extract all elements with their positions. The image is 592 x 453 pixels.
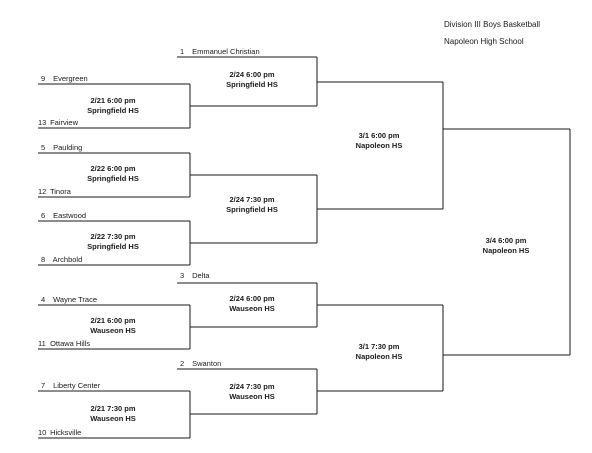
game-site: Springfield HS <box>87 106 139 115</box>
game-time: 2/22 6:00 pm <box>90 164 136 173</box>
team-name: Emmanuel Christian <box>192 47 260 56</box>
game-time: 3/1 7:30 pm <box>358 342 400 351</box>
game-time: 3/1 6:00 pm <box>358 131 400 140</box>
team-name: Swanton <box>192 359 222 368</box>
team-name: Eastwood <box>53 211 87 220</box>
game-time: 2/24 7:30 pm <box>229 195 275 204</box>
game-time: 2/24 6:00 pm <box>229 294 275 303</box>
team-seed: 7 <box>41 381 46 390</box>
team-wayne-trace: 4 Wayne Trace <box>41 295 97 304</box>
game-site: Napoleon HS <box>355 141 403 150</box>
team-paulding: 5 Paulding <box>41 143 82 152</box>
team-name: Tinora <box>49 187 71 196</box>
team-name: Hicksville <box>50 428 82 437</box>
team-seed: 2 <box>180 359 185 368</box>
team-seed: 13 <box>38 118 47 127</box>
game-time: 2/22 7:30 pm <box>90 232 136 241</box>
game-site: Wauseon HS <box>229 392 275 401</box>
game-site: Springfield HS <box>226 80 278 89</box>
team-tinora: 12 Tinora <box>38 187 71 196</box>
team-delta: 3 Delta <box>180 271 210 280</box>
game-site: Wauseon HS <box>90 414 136 423</box>
team-liberty-center: 7 Liberty Center <box>41 381 100 390</box>
game-time: 2/21 6:00 pm <box>90 316 136 325</box>
team-seed: 12 <box>38 187 47 196</box>
team-hicksville: 10 Hicksville <box>38 428 81 437</box>
game-time: 3/4 6:00 pm <box>485 236 527 245</box>
team-ottawa-hills: 11 Ottawa Hills <box>38 339 90 348</box>
game-site: Napoleon HS <box>355 352 403 361</box>
team-archbold: 8 Archbold <box>41 255 82 264</box>
game-site: Springfield HS <box>226 205 278 214</box>
team-seed: 9 <box>41 74 46 83</box>
team-eastwood: 6 Eastwood <box>41 211 86 220</box>
game-site: Springfield HS <box>87 242 139 251</box>
team-name: Fairview <box>50 118 79 127</box>
team-name: Liberty Center <box>53 381 101 390</box>
team-name: Wayne Trace <box>53 295 97 304</box>
team-name: Paulding <box>53 143 83 152</box>
game-time: 2/21 6:00 pm <box>90 96 136 105</box>
team-swanton: 2 Swanton <box>180 359 221 368</box>
team-emmanuel-christian: 1 Emmanuel Christian <box>180 47 260 56</box>
game-time: 2/24 6:00 pm <box>229 70 275 79</box>
team-seed: 8 <box>41 255 46 264</box>
team-seed: 5 <box>41 143 46 152</box>
team-seed: 1 <box>180 47 185 56</box>
game-time: 2/21 7:30 pm <box>90 404 136 413</box>
team-seed: 4 <box>41 295 46 304</box>
game-site: Wauseon HS <box>90 326 136 335</box>
team-name: Evergreen <box>53 74 88 83</box>
team-seed: 11 <box>38 339 46 348</box>
game-site: Napoleon HS <box>482 246 530 255</box>
tournament-title: Division III Boys Basketball <box>444 20 541 29</box>
team-seed: 6 <box>41 211 46 220</box>
team-name: Ottawa Hills <box>50 339 91 348</box>
tournament-host: Napoleon High School <box>444 37 524 46</box>
team-name: Delta <box>192 271 210 280</box>
team-seed: 10 <box>38 428 47 437</box>
team-fairview: 13 Fairview <box>38 118 78 127</box>
team-seed: 3 <box>180 271 185 280</box>
game-time: 2/24 7:30 pm <box>229 382 275 391</box>
game-site: Wauseon HS <box>229 304 275 313</box>
team-name: Archbold <box>52 255 83 264</box>
team-evergreen: 9 Evergreen <box>41 74 88 83</box>
game-site: Springfield HS <box>87 174 139 183</box>
